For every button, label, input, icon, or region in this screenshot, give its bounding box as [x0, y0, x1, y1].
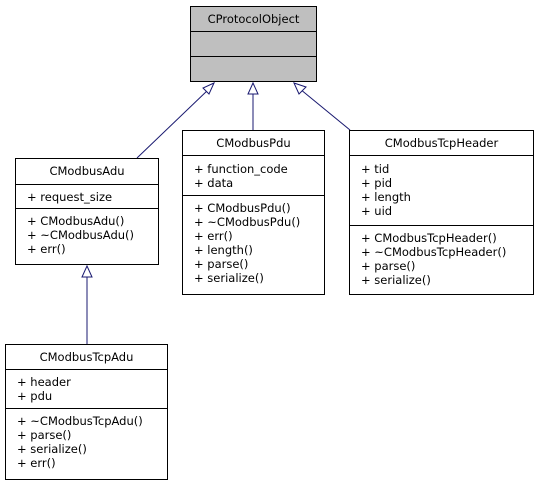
class-name: CModbusPdu [216, 136, 290, 150]
class-box-cprotocolobject[interactable]: CProtocolObject [190, 6, 317, 82]
class-box-cmodbusadu[interactable]: CModbusAdu + request_size + CModbusAdu()… [15, 158, 159, 265]
edge-adu-to-protocol-object [136, 88, 210, 159]
class-name: CProtocolObject [208, 12, 300, 26]
class-method: + ~CModbusTcpHeader() [361, 245, 506, 259]
class-attribute: + request_size [27, 190, 112, 204]
class-method: + length() [194, 243, 253, 257]
class-attribute: + pid [361, 176, 392, 190]
class-attribute: + function_code [194, 162, 288, 176]
edge-tcp-adu-arrowhead [81, 264, 93, 278]
class-box-frame [349, 130, 534, 295]
class-method: + parse() [361, 259, 415, 273]
edge-tcp-header-to-protocol-object [299, 88, 351, 131]
class-method: + parse() [17, 428, 71, 442]
class-method: + CModbusPdu() [194, 201, 291, 215]
class-name: CModbusTcpHeader [385, 136, 499, 150]
class-attribute: + uid [361, 204, 392, 218]
class-method: + CModbusAdu() [27, 214, 124, 228]
edge-pdu-arrowhead [247, 81, 259, 95]
edge-adu-arrowhead [202, 81, 216, 95]
class-box-cmodbuspdu[interactable]: CModbusPdu + function_code + data + CMod… [182, 130, 325, 295]
class-name: CModbusTcpAdu [40, 350, 134, 364]
class-attribute: + header [17, 375, 71, 389]
class-box-frame [190, 6, 317, 82]
class-method: + CModbusTcpHeader() [361, 231, 497, 245]
class-box-cmodbustcpheader[interactable]: CModbusTcpHeader + tid + pid + length + … [349, 130, 534, 295]
class-method: + ~CModbusTcpAdu() [17, 414, 143, 428]
class-method: + ~CModbusAdu() [27, 228, 134, 242]
class-box-frame [182, 130, 325, 295]
class-attribute: + data [194, 176, 233, 190]
class-method: + serialize() [361, 273, 431, 287]
class-method: + serialize() [17, 442, 87, 456]
class-name: CModbusAdu [49, 164, 124, 178]
class-attribute: + length [361, 190, 411, 204]
class-method: + err() [194, 229, 233, 243]
class-attribute: + pdu [17, 389, 52, 403]
class-method: + err() [17, 456, 56, 470]
edge-tcp-header-arrowhead [293, 82, 307, 95]
class-method: + parse() [194, 257, 248, 271]
class-method: + ~CModbusPdu() [194, 215, 300, 229]
class-method: + serialize() [194, 271, 264, 285]
class-box-frame [15, 158, 159, 265]
class-box-cmodbustcpadu[interactable]: CModbusTcpAdu + header + pdu + ~CModbusT… [5, 344, 168, 480]
class-attribute: + tid [361, 162, 389, 176]
class-box-frame [5, 344, 168, 480]
inheritance-edges [81, 81, 351, 344]
class-method: + err() [27, 242, 66, 256]
